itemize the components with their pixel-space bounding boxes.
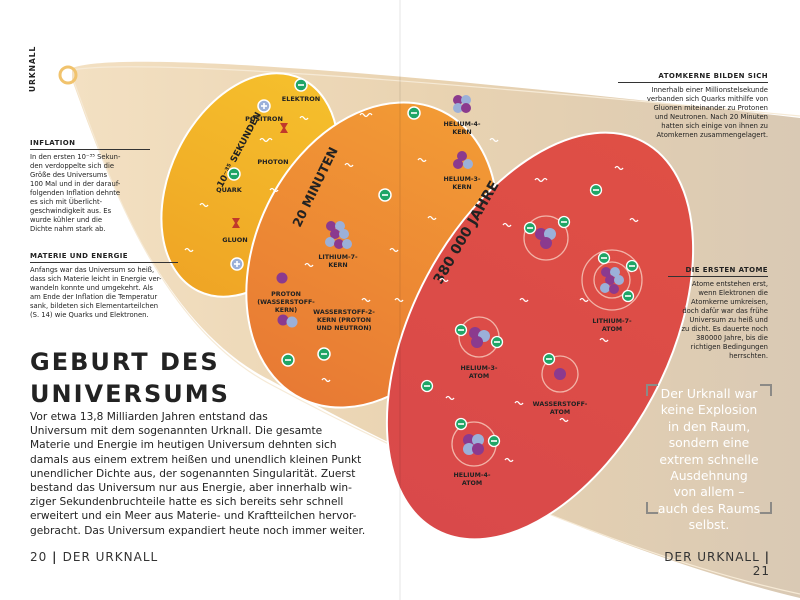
page-title: GEBURT DES UNIVERSUMS [30,348,230,408]
helium-3-nucleus [453,151,473,169]
section-name-right: DER URKNALL [664,550,760,564]
footer-right: DER URKNALL | 21 [660,550,770,578]
page-number-right: 21 [752,564,770,578]
lithium-7-nucleus [325,221,352,249]
electron-particle [589,183,603,197]
sidebar-heading: ATOMKERNE BILDEN SICH [618,72,768,83]
oval3-atoms [420,165,643,467]
quote-bracket-bottom-right [760,502,772,514]
lithium-7-atom [581,249,643,311]
sidebar-text: In den ersten 10⁻³⁵ Sekun-den verdoppelt… [30,153,121,233]
sidebar-text: Atome entstehen erst,wenn Elektronen die… [681,280,768,360]
sidebar-heading: DIE ERSTEN ATOME [668,266,768,277]
page-number-left: 20 [30,550,48,564]
quark-particle [232,218,240,228]
electron-particle [294,78,308,92]
helium-4-nucleus [453,95,471,113]
footer-separator: | [764,550,770,564]
label-helium-4-nucleus: HELIUM-4-KERN [444,121,481,136]
oval-380000-years [385,131,695,541]
footer-separator: | [52,550,63,564]
section-name-left: DER URKNALL [62,550,159,564]
helium-4-atom [451,417,501,467]
atom-top-center [523,215,571,261]
singularity-point [58,65,78,85]
label-helium-3-nucleus: HELIUM-3-KERN [444,176,481,191]
quark-particle [280,123,288,133]
positron-particle [230,257,244,271]
electron-particle [227,167,241,181]
quote-bracket-top-right [760,384,772,396]
hydrogen-atom [541,352,579,393]
oval2-particles [276,95,499,383]
label-lithium-7-nucleus: LITHIUM-7-KERN [318,254,358,269]
singularity-core [64,71,72,79]
photon-wave [439,165,639,463]
label-quark: QUARK [216,186,243,194]
label-helium-4-atom: HELIUM-4-ATOM [454,472,491,487]
label-photon: PHOTON [257,158,288,166]
photon-wave [184,115,309,253]
electron-particle [420,379,434,393]
positron-particle [257,99,271,113]
sidebar-matter-energy: MATERIE UND ENERGIE Anfangs war das Univ… [30,252,178,320]
label-proton: PROTON(WASSERSTOFF-KERN) [257,291,315,314]
label-positron: POSITRON [245,115,283,123]
electron-particle [281,353,295,367]
footer-left: 20 | DER URKNALL [30,550,158,564]
photon-wave [304,112,499,383]
oval1-particles [184,78,309,271]
quote-bracket-bottom-left [646,502,658,514]
electron-particle [378,188,392,202]
sidebar-nuclei: ATOMKERNE BILDEN SICH Innerhalb einer Mi… [618,72,768,140]
article-body: Vor etwa 13,8 Milliarden Jahren entstand… [30,411,366,537]
label-hydrogen-atom: WASSERSTOFF-ATOM [533,401,588,416]
sidebar-inflation: INFLATION In den ersten 10⁻³⁵ Sekun-den … [30,139,150,234]
label-electron: ELEKTRON [282,95,320,103]
sidebar-first-atoms: DIE ERSTEN ATOME Atome entstehen erst,we… [668,266,768,361]
electron-particle [407,106,421,120]
proton [276,272,288,284]
sidebar-heading: MATERIE UND ENERGIE [30,252,178,263]
sidebar-heading: INFLATION [30,139,150,150]
electron-particle [317,347,331,361]
hydrogen-2-nucleus [277,314,298,328]
quote-bracket-top-left [646,384,658,396]
sidebar-text: Anfangs war das Universum so heiß,dass s… [30,266,162,319]
label-lithium-7-atom: LITHIUM-7-ATOM [592,318,632,333]
label-gluon: GLUON [222,236,248,244]
label-helium-3-atom: HELIUM-3-ATOM [461,365,498,380]
helium-3-atom [454,316,504,358]
expansion-cone-outline-top [71,66,800,117]
expansion-cone-outline-bottom [73,81,800,595]
vertical-label-urknall: URKNALL [28,45,37,92]
